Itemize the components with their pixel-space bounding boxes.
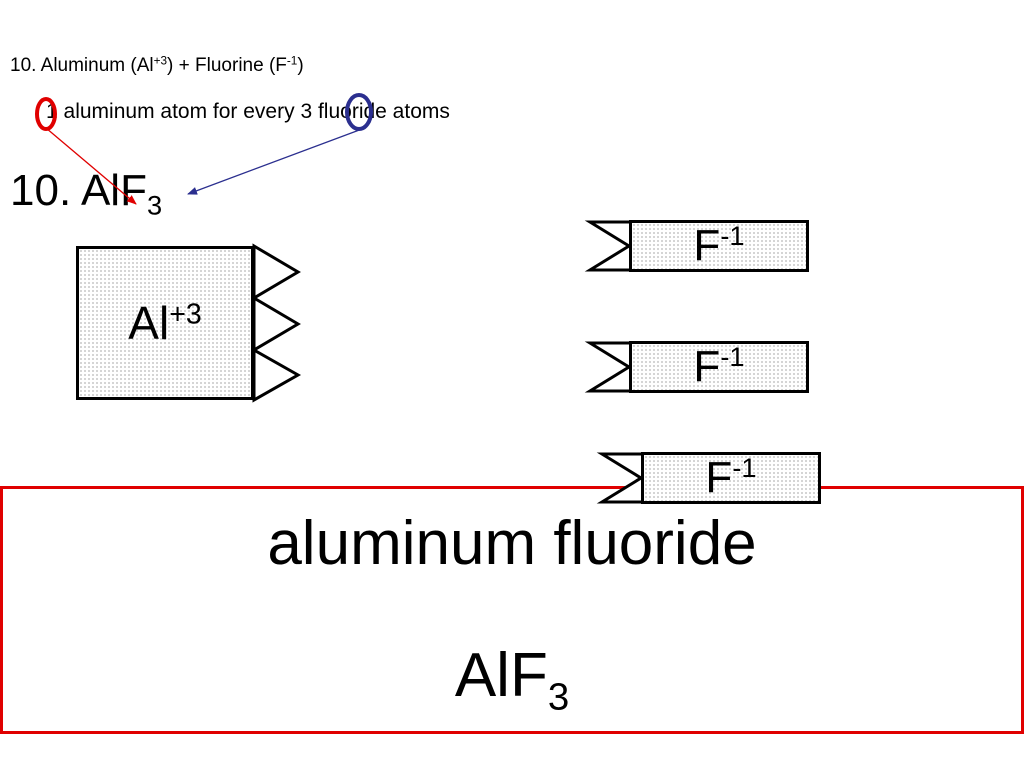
heading-f-charge: -1 (286, 54, 298, 68)
fluoride-symbol: F (693, 221, 721, 270)
ratio-text-1: aluminum atom for every (57, 100, 301, 123)
compound-name: aluminum fluoride (267, 509, 757, 578)
fluoride-ion-label: F-1 (693, 221, 744, 271)
aluminum-bond-tooth (252, 295, 301, 353)
fluoride-symbol: F (693, 342, 721, 391)
fluoride-bond-notch (584, 341, 632, 393)
fluoride-ion-label: F-1 (705, 453, 756, 503)
formula-subscript: 3 (146, 189, 163, 221)
formula-result: 10. AlF3 (10, 166, 162, 219)
compound-formula: AlF3 (0, 640, 1024, 716)
blue-arrow (187, 128, 363, 195)
aluminum-charge: +3 (169, 298, 202, 331)
heading-prefix: 10. Aluminum (Al (10, 55, 154, 76)
heading-suffix: ) (297, 55, 304, 76)
problem-heading: 10. Aluminum (Al+3) + Fluorine (F-1) (10, 55, 304, 77)
heading-middle: ) + Fluorine (F (167, 55, 287, 76)
ratio-count-al: 1 (46, 100, 58, 123)
formula-main: 10. AlF (10, 166, 147, 215)
heading-al-charge: +3 (153, 54, 168, 68)
answer-box (0, 486, 1024, 734)
fluoride-charge: -1 (720, 341, 745, 372)
fluoride-charge: -1 (720, 220, 745, 251)
compound-formula-subscript: 3 (547, 675, 570, 719)
ratio-count-f: 3 (300, 100, 313, 123)
aluminum-ion-label: Al+3 (128, 296, 201, 350)
aluminum-bond-tooth (252, 347, 302, 403)
fluoride-symbol: F (705, 453, 733, 502)
aluminum-symbol: Al (128, 297, 170, 349)
ratio-statement: 1 aluminum atom for every 3 fluoride ato… (46, 100, 450, 124)
aluminum-ion-box: Al+3 (76, 246, 254, 400)
fluoride-ion-box: F-1 (629, 220, 809, 272)
fluoride-ion-box: F-1 (629, 341, 809, 393)
fluoride-ion-label: F-1 (693, 342, 744, 392)
ratio-text-2: fluoride atoms (312, 100, 450, 123)
aluminum-bond-tooth (252, 243, 301, 301)
fluoride-ion-box: F-1 (641, 452, 821, 504)
compound-formula-main: AlF (454, 641, 548, 710)
fluoride-bond-notch (584, 220, 632, 272)
fluoride-charge: -1 (732, 452, 757, 483)
